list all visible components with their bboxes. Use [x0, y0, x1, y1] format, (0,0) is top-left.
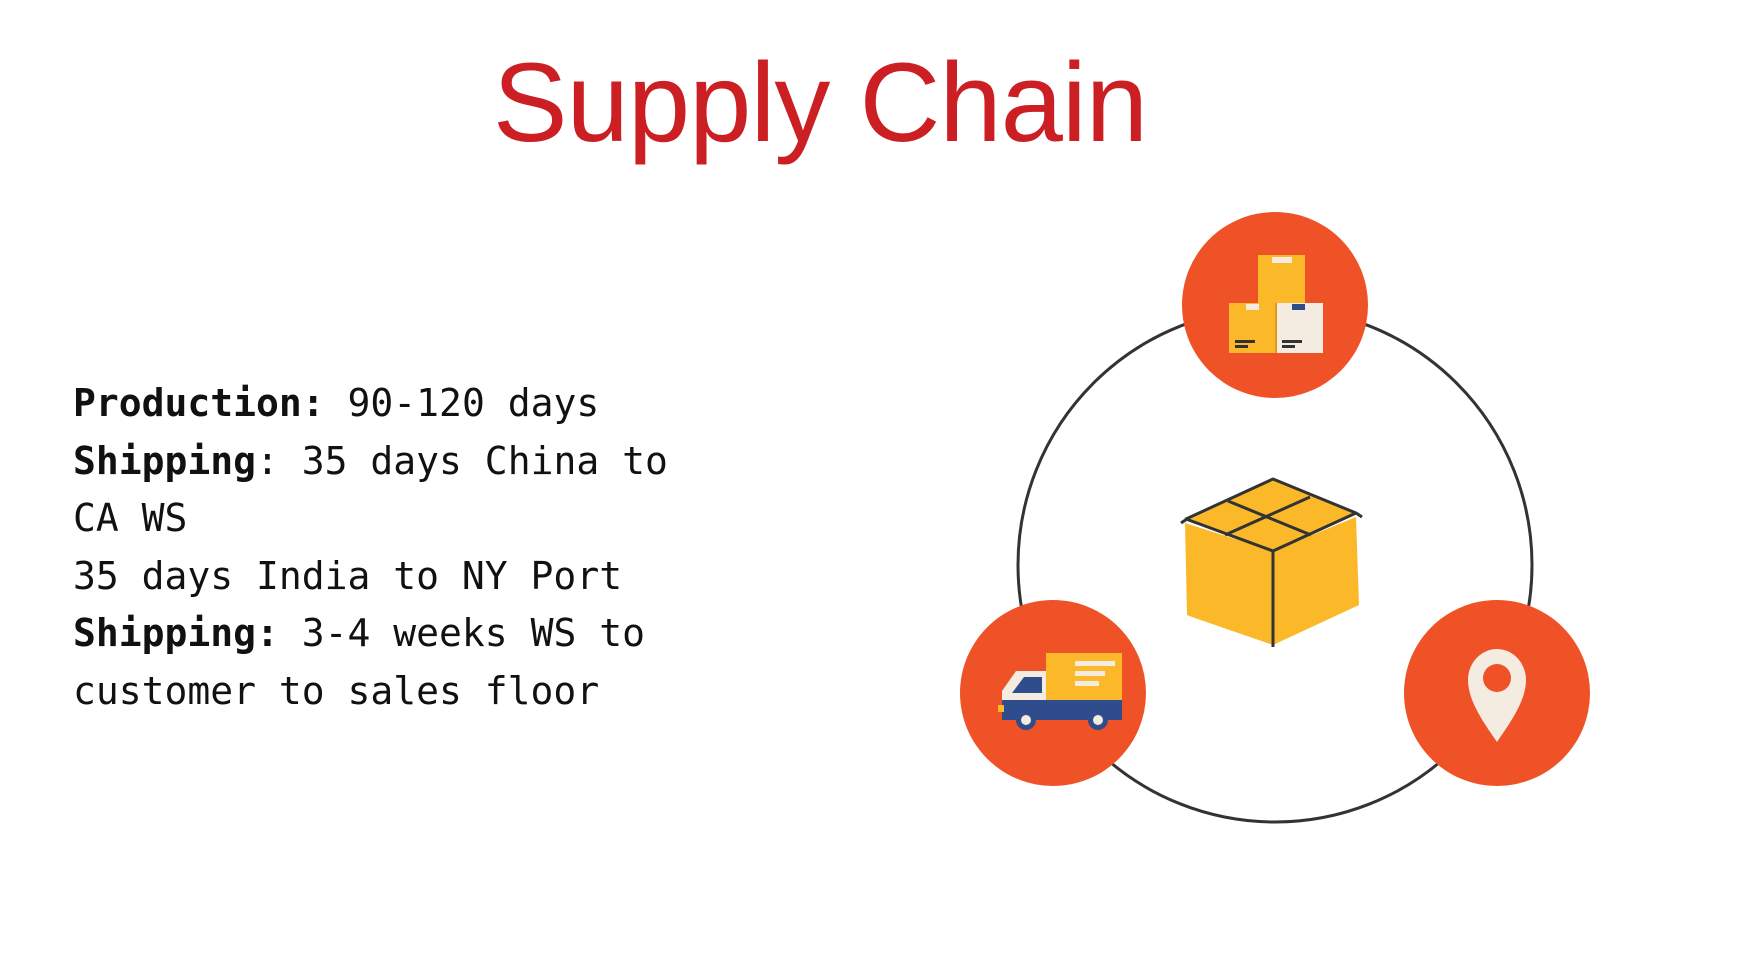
shipping-china-value: : 35 days China to [256, 438, 668, 483]
delivery-node [960, 600, 1146, 786]
warehouse-node [1182, 212, 1368, 398]
production-line: Production: 90-120 days [73, 375, 773, 433]
location-pin-icon [1468, 649, 1526, 742]
boxes-stack-icon [1229, 255, 1323, 353]
shipping-customer-value: 3-4 weeks WS to [278, 611, 645, 655]
destination-node [1404, 600, 1590, 786]
shipping-customer-line: Shipping: 3-4 weeks WS to [73, 605, 773, 663]
supply-chain-details: Production: 90-120 days Shipping: 35 day… [73, 375, 773, 720]
supply-chain-diagram [950, 205, 1600, 845]
shipping-customer-label: Shipping: [73, 611, 279, 655]
shipping-china-continuation: CA WS [73, 496, 188, 540]
slide-title: Supply Chain [492, 40, 1148, 165]
delivery-truck-icon [998, 653, 1122, 730]
shipping-india-line: 35 days India to NY Port [73, 553, 623, 598]
supply-chain-cycle [960, 212, 1590, 824]
package-box-icon [1180, 477, 1363, 647]
shipping-china-line: Shipping: 35 days China to [73, 433, 773, 491]
production-label: Production: [73, 381, 325, 425]
shipping-label: Shipping [73, 438, 257, 483]
shipping-customer-continuation: customer to sales floor [73, 668, 600, 713]
production-value: 90-120 days [324, 381, 600, 425]
